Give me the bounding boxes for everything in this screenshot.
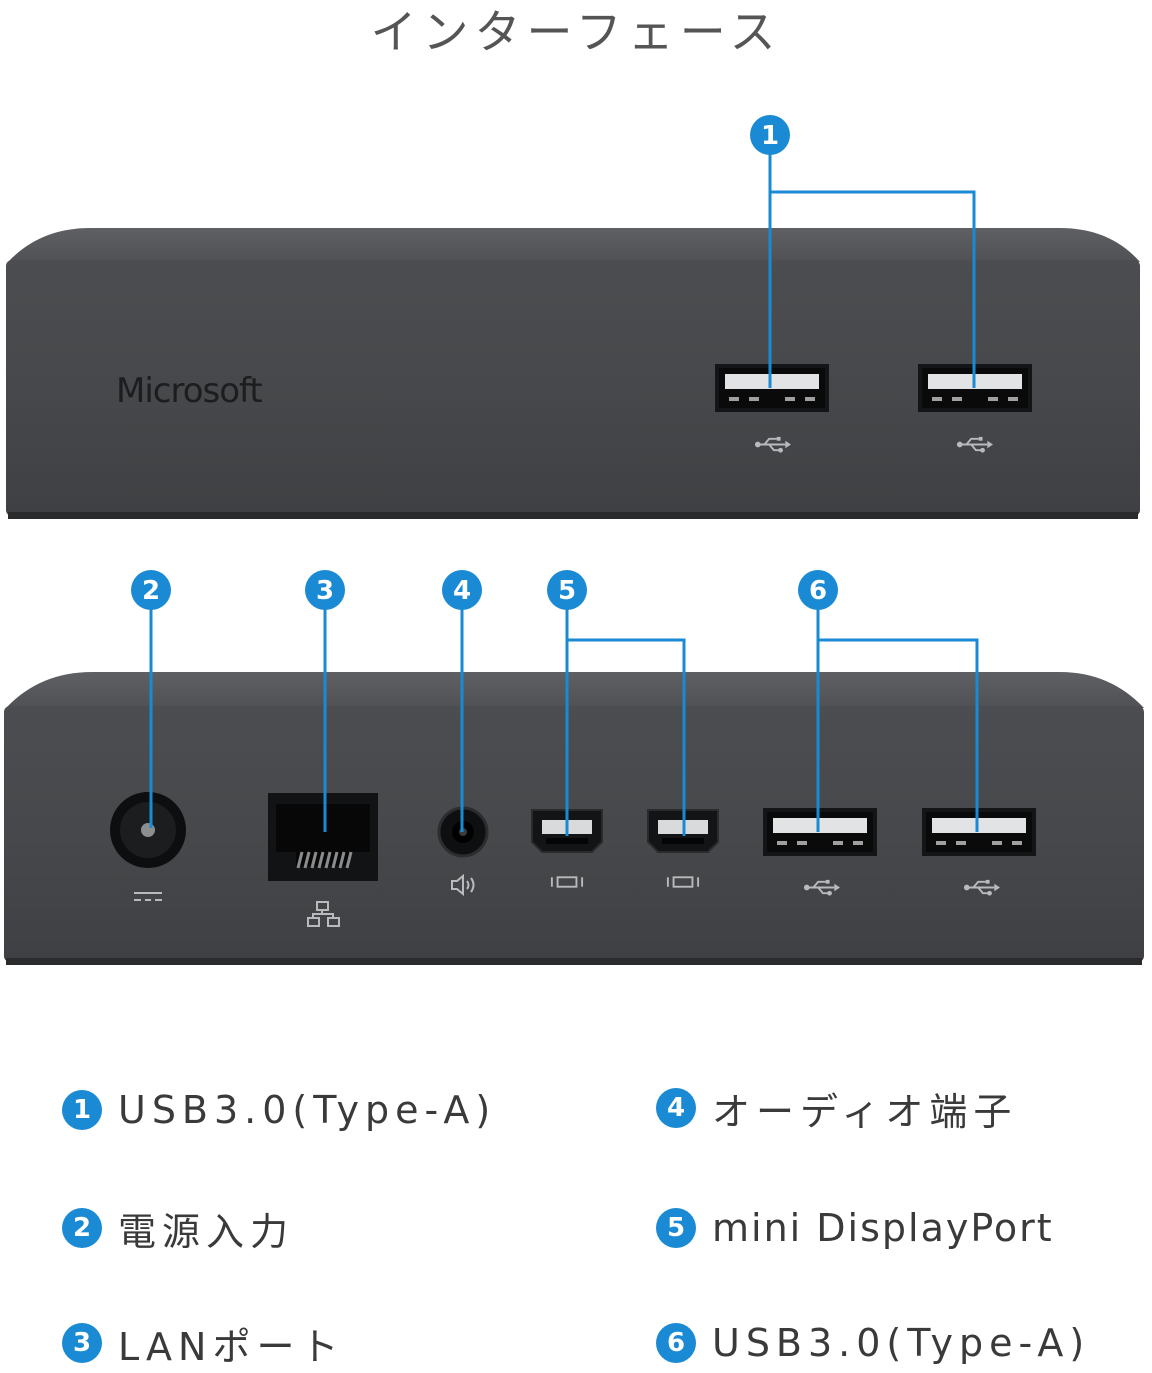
callout-badge-3: [305, 570, 345, 610]
callout-badge-4-label: 4: [453, 576, 471, 606]
callout-badge-6-label: 6: [809, 576, 827, 606]
callout-badge-5-label: 5: [558, 576, 576, 606]
network-icon: [307, 901, 340, 927]
dc-power-jack[interactable]: [110, 792, 186, 868]
callout-6-lines: [816, 608, 979, 832]
callout-1: [768, 154, 976, 388]
callout-badge-6: [798, 570, 838, 610]
usb-port-front-1[interactable]: [715, 364, 829, 412]
callout-badge-4: [442, 570, 482, 610]
usb-port-rear-1[interactable]: [763, 808, 877, 856]
callout-badge-3-label: 3: [316, 576, 334, 606]
lan-port[interactable]: [268, 793, 378, 881]
callout-badge-2-label: 2: [142, 576, 160, 606]
dc-power-icon: [134, 892, 162, 901]
callout-5-lines: [565, 608, 686, 836]
callout-badge-2: [131, 570, 171, 610]
page-title: インターフェース: [370, 5, 782, 59]
dock-front-view: Microsoft: [6, 228, 1140, 519]
usb-port-rear-2[interactable]: [922, 808, 1036, 856]
speaker-icon: [451, 873, 475, 897]
microsoft-logo: Microsoft: [116, 371, 262, 411]
callout-badge-1-label: 1: [761, 121, 779, 151]
dock-rear-view: [4, 672, 1144, 965]
callout-badge-5: [547, 570, 587, 610]
callout-badge-1: [750, 115, 790, 155]
